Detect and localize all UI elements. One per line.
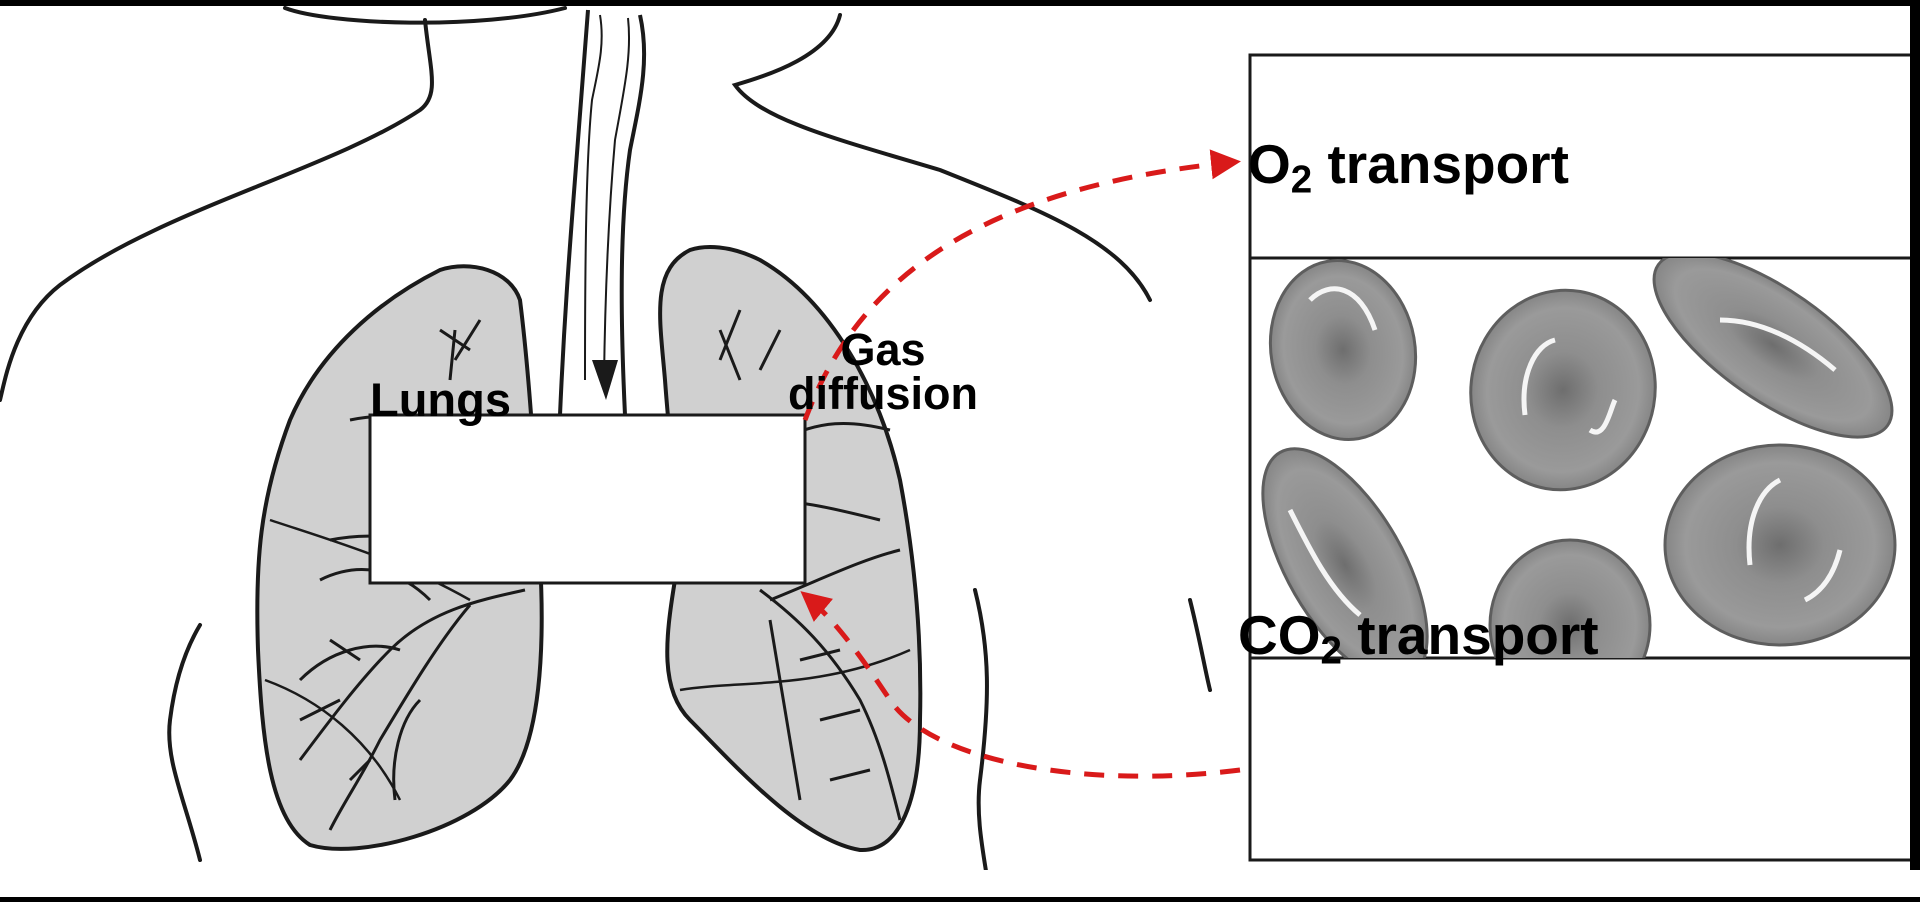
red-blood-cell (1665, 445, 1895, 645)
lungs-label: Lungs (370, 372, 660, 427)
gas-diffusion-line1: Gas (768, 328, 998, 372)
o2-suffix: transport (1312, 133, 1569, 195)
co2-subscript: 2 (1321, 630, 1342, 673)
co2-suffix: transport (1342, 604, 1599, 666)
top-border (0, 0, 1920, 6)
o2-subscript: 2 (1291, 159, 1312, 202)
o2-prefix: O (1248, 133, 1291, 195)
gas-diffusion-line2: diffusion (768, 372, 998, 416)
lungs-text: Lungs (370, 373, 511, 426)
co2-transport-label: CO2 transport (1238, 603, 1599, 674)
bottom-margin (0, 870, 1920, 897)
right-border (1910, 0, 1920, 897)
co2-prefix: CO (1238, 604, 1321, 666)
o2-transport-label: O2 transport (1248, 132, 1569, 203)
gas-diffusion-label: Gas diffusion (768, 328, 998, 416)
lungs-label-box (370, 415, 805, 583)
